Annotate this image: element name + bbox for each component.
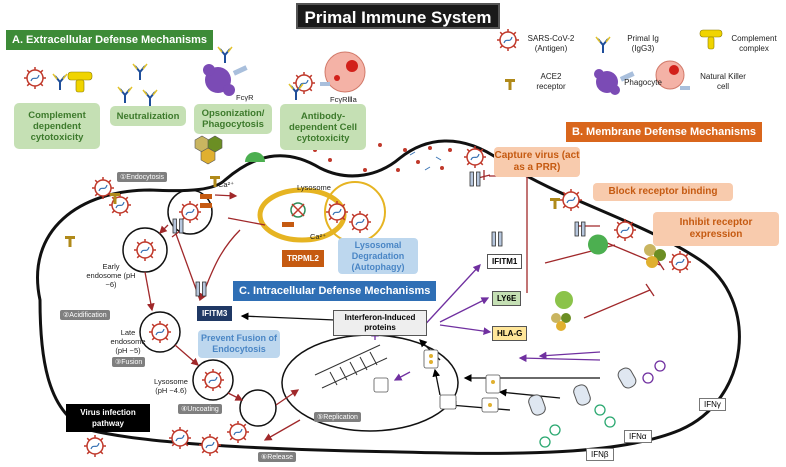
protein-clusters: [194, 135, 666, 331]
adcc-box: Antibody-dependent Cell cytotoxicity: [280, 104, 366, 150]
complement-complex: [67, 29, 723, 93]
section-a-header: A. Extracellular Defense Mechanisms: [6, 30, 214, 50]
neutralization-box: Neutralization: [110, 106, 186, 126]
infection-arrows: [144, 191, 301, 441]
opsonization-box: Opsonization/ Phagocytosis: [194, 104, 272, 134]
lysosome-fusion: [192, 359, 234, 401]
signal-complexes: [373, 349, 501, 413]
step-fusion: ③Fusion: [112, 357, 146, 367]
virus-fragments: [313, 143, 452, 172]
ly6e-label: LY6E: [492, 291, 522, 306]
endocytic-vesicle: [167, 189, 213, 235]
legend-complement: Complement complex: [731, 34, 777, 53]
phagocyte-cells: [203, 64, 620, 96]
section-c-header: C. Intracellular Defense Mechanisms: [233, 281, 437, 301]
block-binding-box: Block receptor binding: [593, 183, 733, 201]
hlag-label: HLA-G: [492, 326, 528, 341]
lysosomal-degradation-box: Lysosomal Degradation (Autophagy): [338, 238, 418, 274]
legend-ace2: ACE2 receptor: [536, 72, 566, 91]
fcyr-label: FcγR: [236, 93, 254, 102]
calcium-channels: [200, 194, 294, 227]
late-endosome: [139, 311, 181, 353]
uncoating-vesicle: [239, 389, 277, 427]
virus-pathway-label: Virus infection pathway: [66, 404, 150, 432]
late-endosome-label: Late endosome (pH ~5): [110, 328, 146, 355]
legend-sars: SARS-CoV-2 (Antigen): [527, 34, 575, 53]
capture-virus-box: Capture virus (act as a PRR): [494, 147, 580, 177]
fcyr3a-label: FcγRⅢa: [330, 95, 357, 104]
lysosome-ph-label: Lysosome (pH ~4.6): [154, 377, 188, 395]
legend-phagocyte: Phagocyte: [624, 78, 662, 87]
ifn-ligands: [539, 360, 666, 448]
step-endocytosis: ①Endocytosis: [117, 172, 168, 182]
ifn-beta-label: IFNβ: [586, 448, 614, 461]
rna-ladder: [314, 344, 388, 389]
prevent-fusion-box: Prevent Fusion of Endocytosis: [198, 330, 280, 358]
ifn-gamma-label: IFNγ: [699, 398, 726, 411]
nk-cells: [324, 51, 685, 93]
ifitm1-label: IFITM1: [487, 254, 523, 269]
trpml2-label: TRPML2: [282, 250, 324, 267]
step-release: ⑥Release: [258, 452, 296, 462]
legend-nk: Natural Killer cell: [700, 72, 746, 91]
ifn-receptors: [528, 367, 637, 416]
legend-igg: Primal Ig (IgG3): [627, 34, 659, 53]
ifn-alpha-label: IFNα: [624, 430, 652, 443]
page-title: Primal Immune System: [296, 3, 500, 29]
ca-label-2: Ca²⁺: [310, 232, 327, 241]
step-acidification: ②Acidification: [60, 310, 110, 320]
early-endosome-label: Early endosome (pH ~6): [86, 262, 136, 289]
membrane-receptors: [172, 171, 586, 297]
inhibit-expression-box: Inhibit receptor expression: [653, 212, 779, 246]
complement-cytotoxicity-box: Complement dependent cytotoxicity: [14, 103, 100, 149]
cell-membrane: [36, 139, 741, 455]
interferon-induced-proteins: Interferon-Induced proteins: [333, 310, 427, 336]
ifitm3-label: IFITM3: [197, 306, 233, 321]
lysosome-label: Lysosome: [297, 183, 331, 192]
step-uncoating: ④Uncoating: [178, 404, 222, 414]
section-b-header: B. Membrane Defense Mechanisms: [566, 122, 763, 142]
ca-label-1: Ca²⁺: [218, 180, 235, 189]
step-replication: ⑤Replication: [314, 412, 361, 422]
